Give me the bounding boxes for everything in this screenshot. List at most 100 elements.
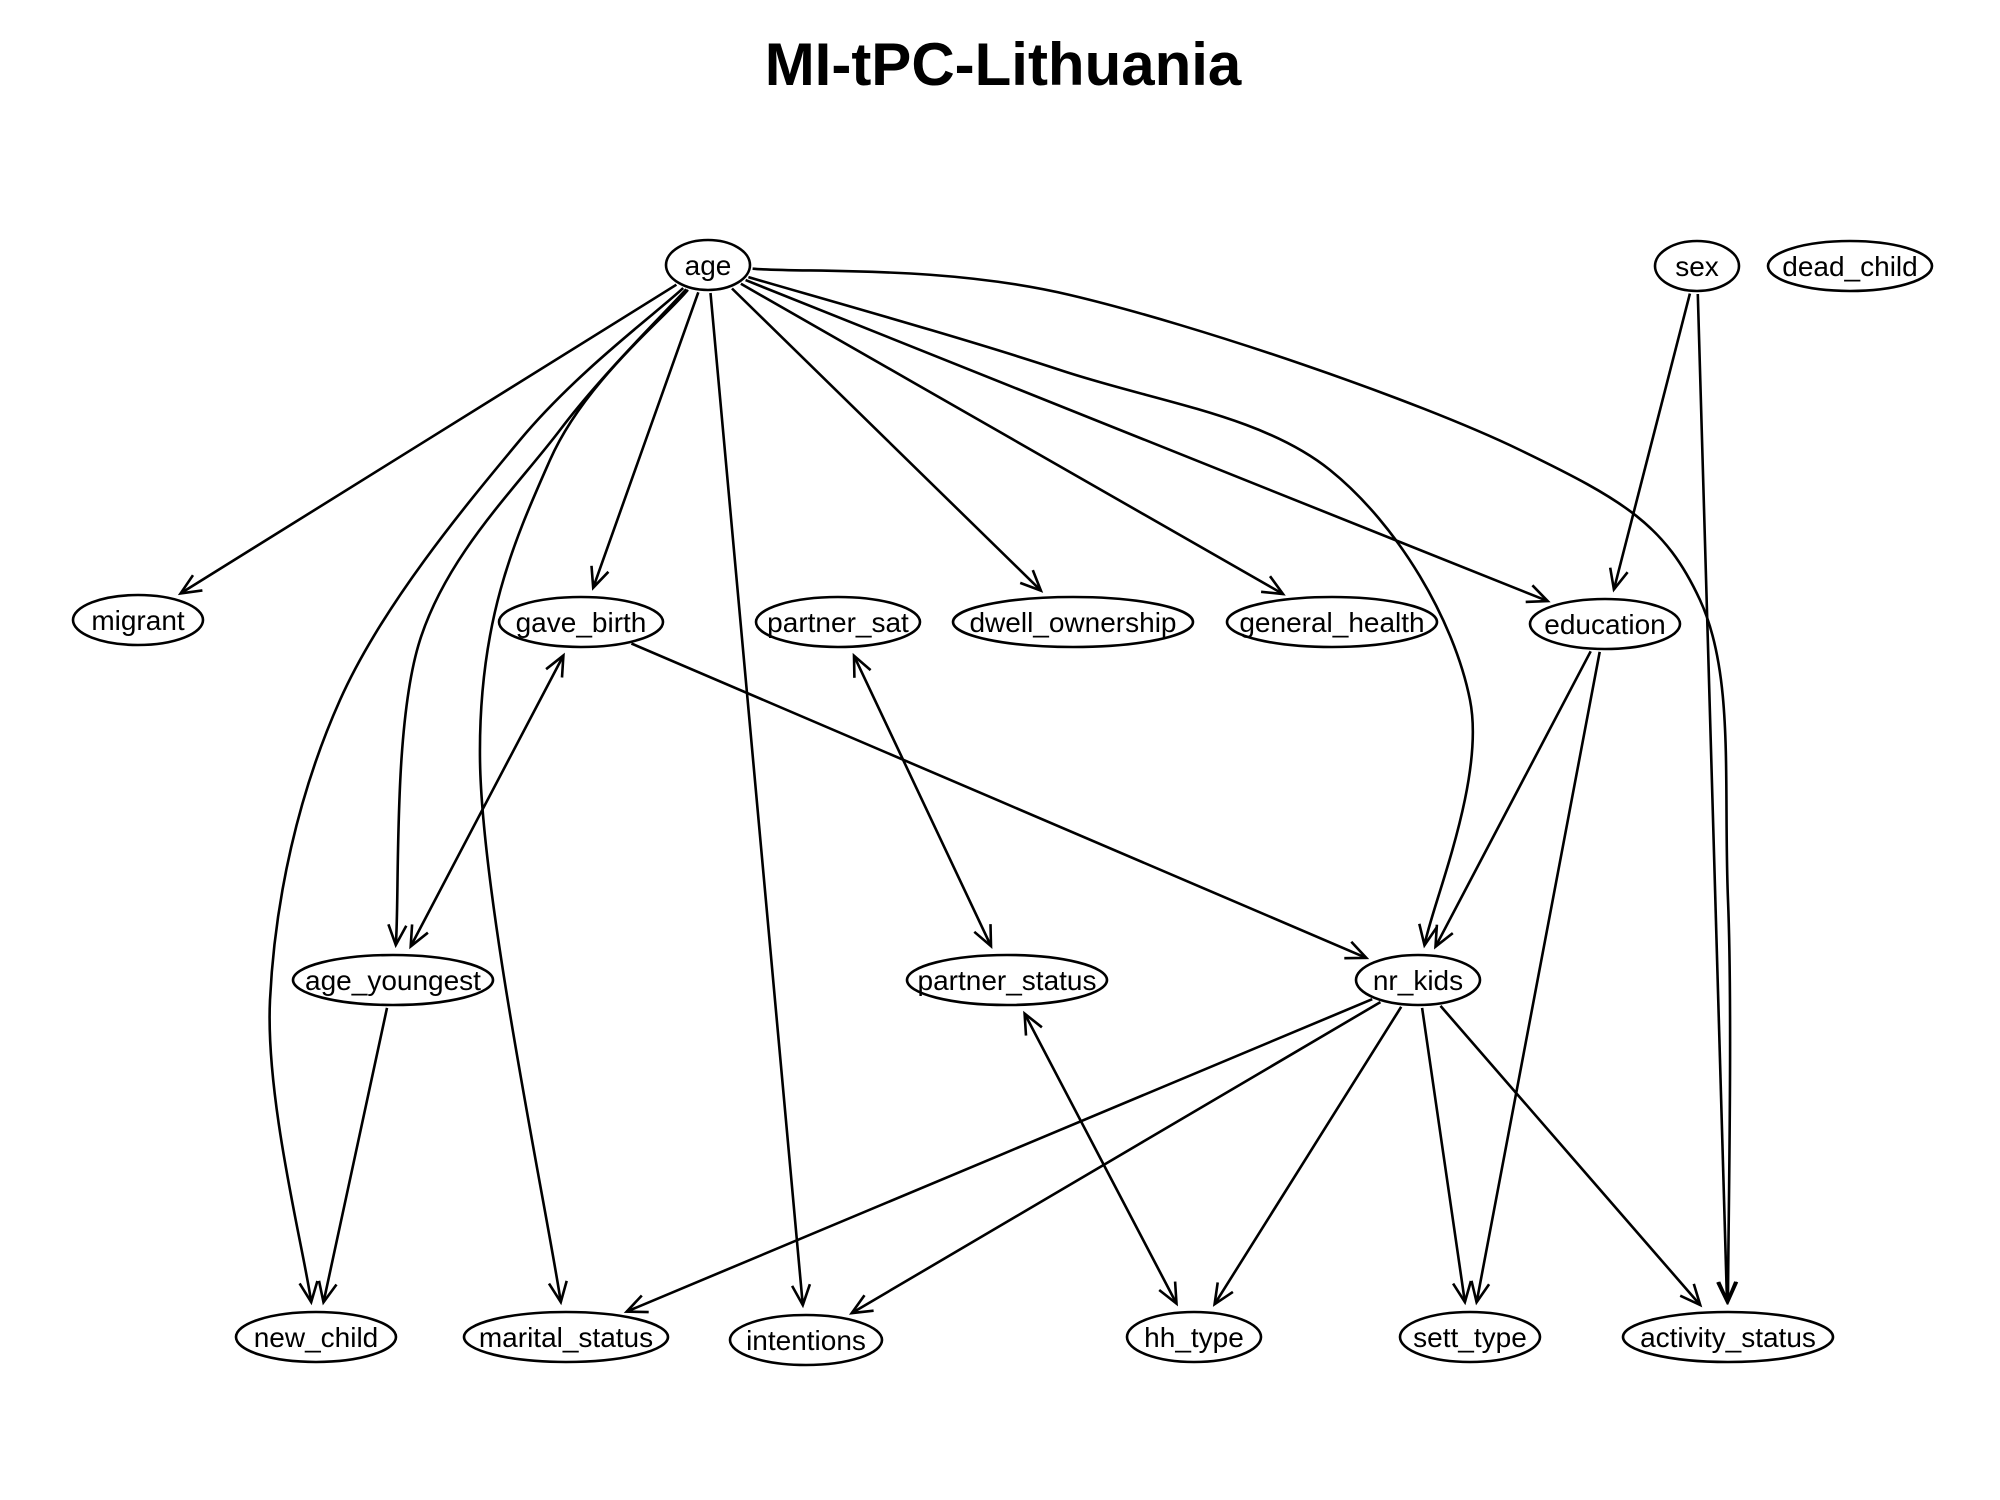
edge-age_youngest-to-new_child: [317, 1007, 389, 1306]
node-label: marital_status: [479, 1322, 653, 1353]
edge-line: [1696, 293, 1729, 1303]
arrowhead-icon: [1344, 940, 1370, 960]
node-intentions: intentions: [728, 1313, 884, 1367]
node-ellipse: [234, 1310, 398, 1364]
arrowhead-icon: [298, 1280, 319, 1306]
node-ellipse: [1354, 953, 1482, 1007]
edge-line: [591, 291, 700, 589]
arrowhead-icon: [1418, 923, 1438, 949]
node-age: age: [664, 238, 752, 292]
node-label: nr_kids: [1373, 965, 1463, 996]
edges-layer: [177, 267, 1739, 1315]
arrowhead-icon: [1023, 1010, 1043, 1036]
arrowhead-icon: [1212, 1282, 1234, 1307]
arrowhead-icon: [1158, 1281, 1178, 1307]
node-label: migrant: [91, 605, 185, 636]
edge-line: [1612, 293, 1692, 590]
arrowhead-icon: [623, 1294, 649, 1314]
edge-line: [630, 642, 1367, 960]
arrowhead-icon: [1452, 1280, 1473, 1306]
arrowhead-icon: [973, 924, 993, 949]
node-label: partner_sat: [767, 607, 909, 638]
edge-line: [752, 267, 1732, 1303]
edge-age-to-gave_birth: [590, 291, 700, 591]
node-ellipse: [1225, 595, 1439, 649]
arrowhead-icon: [1716, 1281, 1737, 1306]
node-activity_status: activity_status: [1621, 1310, 1835, 1364]
node-hh_type: hh_type: [1125, 1310, 1263, 1364]
edge-nr_kids-to-hh_type: [1212, 1006, 1403, 1307]
node-dwell_ownership: dwell_ownership: [951, 595, 1195, 649]
edge-line: [852, 655, 993, 947]
edge-age-to-marital_status: [478, 288, 689, 1306]
node-ellipse: [905, 953, 1109, 1007]
arrowhead-icon: [590, 565, 610, 591]
node-ellipse: [291, 953, 495, 1007]
arrowhead-icon: [409, 924, 429, 950]
arrowhead-icon: [848, 1294, 874, 1315]
edge-age-to-intentions: [709, 292, 812, 1309]
node-label: general_health: [1239, 607, 1424, 638]
node-label: dead_child: [1782, 251, 1917, 282]
edge-line: [1475, 651, 1601, 1303]
node-education: education: [1528, 597, 1682, 651]
node-partner_status: partner_status: [905, 953, 1109, 1007]
edge-nr_kids-to-intentions: [848, 1000, 1382, 1315]
edge-age-to-education: [745, 278, 1551, 604]
node-new_child: new_child: [234, 1310, 398, 1364]
arrowhead-icon: [1019, 569, 1044, 593]
node-age_youngest: age_youngest: [291, 953, 495, 1007]
node-ellipse: [1653, 239, 1741, 293]
node-ellipse: [1125, 1310, 1263, 1364]
node-label: activity_status: [1640, 1322, 1816, 1353]
edge-nr_kids-to-marital_status: [623, 998, 1373, 1314]
node-sex: sex: [1653, 239, 1741, 293]
edge-line: [179, 283, 678, 595]
node-ellipse: [1528, 597, 1682, 651]
edge-partner_status-to-hh_type: [1023, 1010, 1178, 1307]
node-label: hh_type: [1144, 1322, 1244, 1353]
edge-nr_kids-to-sett_type: [1420, 1007, 1473, 1306]
edge-line: [1439, 1005, 1702, 1306]
edge-education-to-nr_kids: [1434, 650, 1592, 950]
edge-line: [268, 287, 685, 1303]
edge-gave_birth-to-nr_kids: [630, 642, 1370, 960]
node-sett_type: sett_type: [1398, 1310, 1542, 1364]
edge-age-to-new_child: [268, 287, 685, 1306]
edge-age-to-migrant: [177, 283, 678, 596]
edge-line: [1213, 1006, 1403, 1305]
node-gave_birth: gave_birth: [497, 595, 665, 649]
edge-line: [745, 278, 1549, 603]
edge-line: [748, 275, 1475, 946]
arrowhead-icon: [1608, 567, 1629, 593]
edge-partner_sat-to-partner_status: [852, 652, 993, 949]
node-migrant: migrant: [71, 593, 205, 647]
node-ellipse: [1398, 1310, 1542, 1364]
arrowhead-icon: [545, 652, 565, 678]
node-ellipse: [728, 1313, 884, 1367]
arrowhead-icon: [1679, 1283, 1703, 1308]
arrowhead-icon: [1434, 924, 1454, 950]
edge-nr_kids-to-activity_status: [1439, 1005, 1703, 1308]
arrowhead-icon: [1525, 584, 1551, 604]
graph-title: MI-tPC-Lithuania: [765, 31, 1242, 98]
node-label: new_child: [254, 1322, 379, 1353]
node-ellipse: [462, 1310, 670, 1364]
arrowhead-icon: [852, 652, 872, 678]
node-label: partner_status: [918, 965, 1097, 996]
node-dead_child: dead_child: [1766, 239, 1934, 293]
node-partner_sat: partner_sat: [754, 595, 922, 649]
node-ellipse: [1766, 239, 1934, 293]
arrowhead-icon: [1260, 575, 1286, 596]
node-label: sex: [1675, 251, 1719, 282]
node-label: sett_type: [1413, 1322, 1527, 1353]
node-ellipse: [754, 595, 922, 649]
edge-line: [478, 288, 689, 1303]
edge-sex-to-activity_status: [1696, 293, 1737, 1306]
node-ellipse: [951, 595, 1195, 649]
node-ellipse: [1621, 1310, 1835, 1364]
edge-education-to-sett_type: [1470, 651, 1601, 1306]
node-label: education: [1544, 609, 1665, 640]
